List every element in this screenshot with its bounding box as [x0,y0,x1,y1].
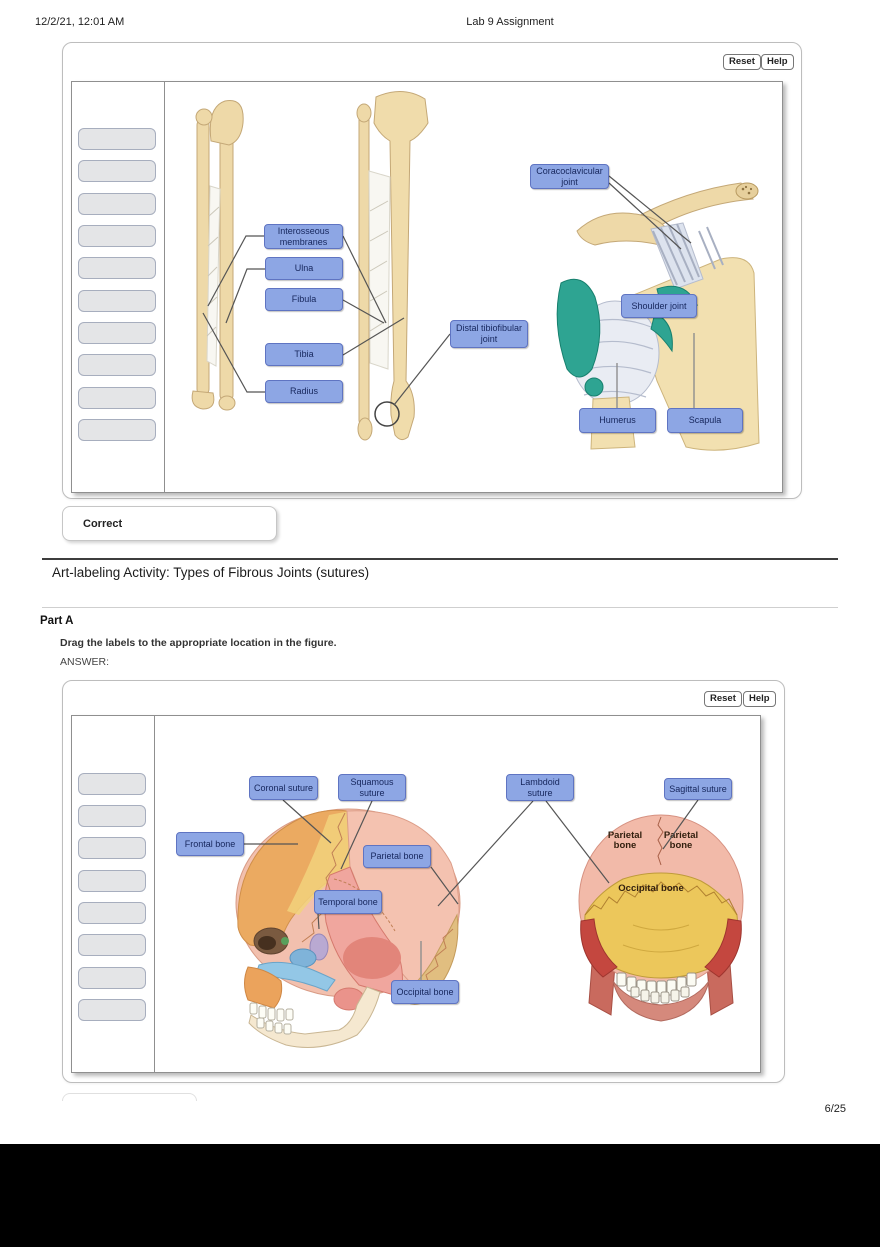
label-interosseous-membranes[interactable]: Interosseous membranes [264,224,343,249]
label-ulna[interactable]: Ulna [265,257,343,280]
label-slot[interactable] [78,837,146,859]
reset-button[interactable]: Reset [704,691,742,707]
label-bank-divider [164,82,165,492]
section-title: Art-labeling Activity: Types of Fibrous … [52,565,370,580]
instruction-text: Drag the labels to the appropriate locat… [60,637,337,649]
next-status-box-partial [62,1093,197,1101]
figure-text-parietal-left: Parietal bone [607,830,643,852]
page-title: Lab 9 Assignment [466,16,554,28]
help-button[interactable]: Help [761,54,794,70]
figure-text-parietal-right: Parietal bone [663,830,699,852]
header-datetime: 12/2/21, 12:01 AM [35,16,125,28]
label-slot[interactable] [78,419,156,441]
reset-button[interactable]: Reset [723,54,761,70]
page-number: 6/25 [824,1103,846,1115]
label-slot[interactable] [78,870,146,892]
section-divider [42,558,838,560]
distal-joint-circle-annotation [374,401,400,427]
label-slot[interactable] [78,322,156,344]
label-coracoclavicular-joint[interactable]: Coracoclavicular joint [530,164,609,189]
answer-label: ANSWER: [60,656,110,668]
label-slot[interactable] [78,805,146,827]
label-slot[interactable] [78,225,156,247]
label-slot[interactable] [78,773,146,795]
label-scapula[interactable]: Scapula [667,408,743,433]
label-slot[interactable] [78,999,146,1021]
label-slot[interactable] [78,967,146,989]
label-slot[interactable] [78,193,156,215]
tibia-fibula-bones [356,91,429,441]
label-slot[interactable] [78,354,156,376]
label-lambdoid-suture[interactable]: Lambdoid suture [506,774,574,801]
label-slot[interactable] [78,290,156,312]
label-temporal-bone[interactable]: Temporal bone [314,890,382,914]
section-subdivider [42,607,838,608]
label-sagittal-suture[interactable]: Sagittal suture [664,778,732,800]
label-squamous-suture[interactable]: Squamous suture [338,774,406,801]
status-correct: Correct [62,506,277,541]
label-slot[interactable] [78,934,146,956]
activity-panel-sutures: Reset Help [62,680,785,1083]
help-button[interactable]: Help [743,691,776,707]
label-frontal-bone[interactable]: Frontal bone [176,832,244,856]
label-shoulder-joint[interactable]: Shoulder joint [621,294,697,318]
posterior-skull [578,814,744,1022]
label-slot[interactable] [78,902,146,924]
activity-panel-fibrous-joints: Reset Help [62,42,802,499]
forearm-bones [191,99,244,411]
label-coronal-suture[interactable]: Coronal suture [249,776,318,800]
label-fibula[interactable]: Fibula [265,288,343,311]
label-slot[interactable] [78,128,156,150]
label-parietal-bone[interactable]: Parietal bone [363,845,431,868]
footer-black-bar [0,1144,880,1247]
label-slot[interactable] [78,387,156,409]
label-distal-tibiofibular-joint[interactable]: Distal tibiofibular joint [450,320,528,348]
label-bank-divider [154,716,155,1072]
figure-text-occipital: Occipital bone [618,883,684,894]
label-slot[interactable] [78,257,156,279]
label-occipital-bone[interactable]: Occipital bone [391,980,459,1004]
part-label: Part A [40,615,74,627]
label-radius[interactable]: Radius [265,380,343,403]
label-tibia[interactable]: Tibia [265,343,343,366]
label-humerus[interactable]: Humerus [579,408,656,433]
label-slot[interactable] [78,160,156,182]
